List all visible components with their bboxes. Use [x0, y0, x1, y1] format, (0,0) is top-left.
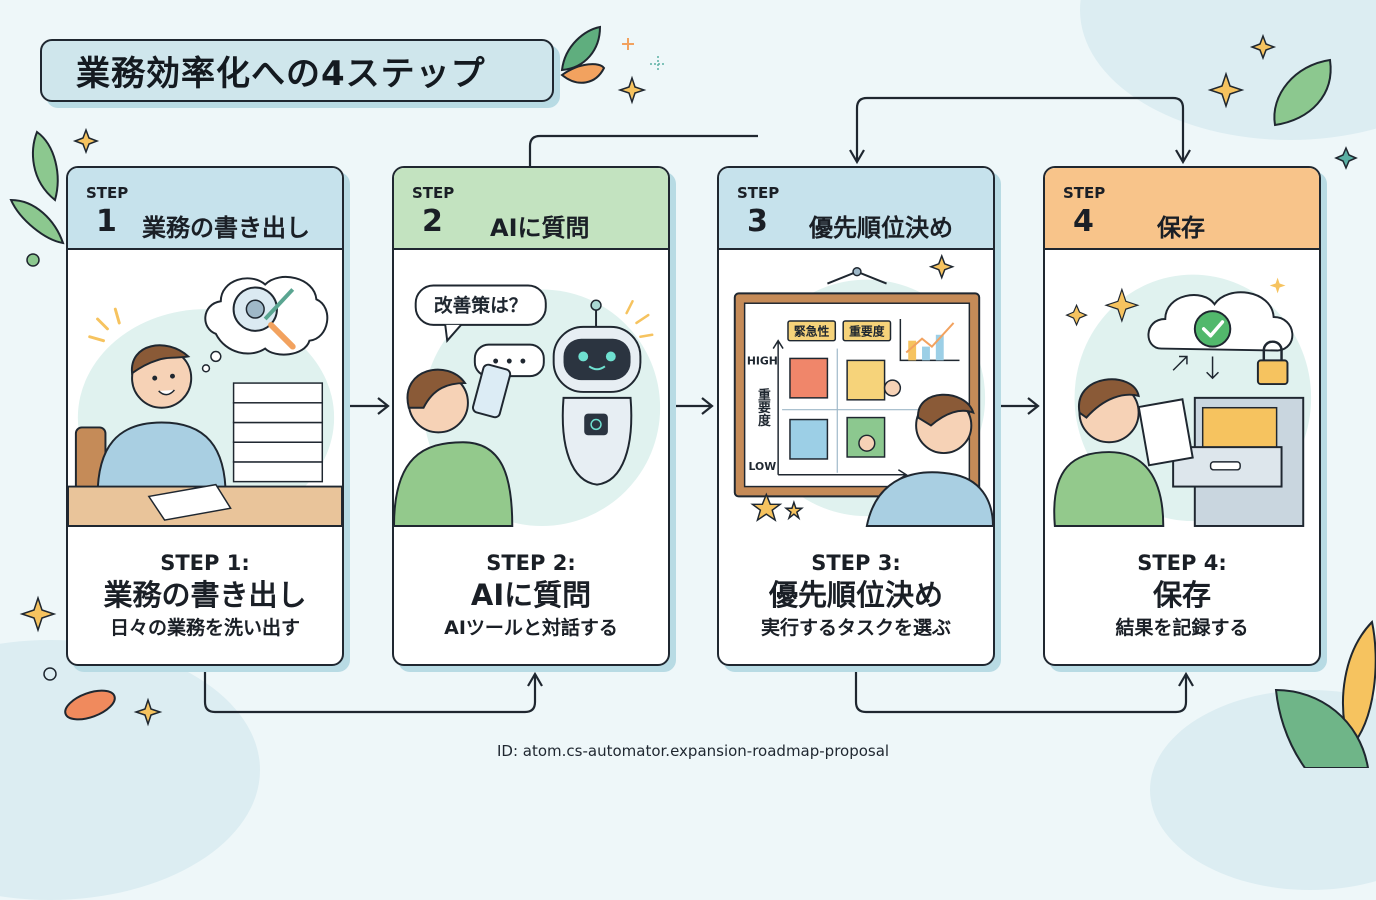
cloud-icon [1147, 291, 1294, 352]
arrow-right-icon [346, 397, 390, 415]
board-tag-importance: 重要度 [849, 325, 885, 339]
person-icon [1053, 378, 1194, 527]
step-label: STEP [86, 184, 129, 202]
plus-sparkle-icon [650, 56, 666, 72]
sticky-note [789, 357, 829, 399]
step-card-footer: STEP 1: 業務の書き出し 日々の業務を洗い出す [68, 550, 342, 642]
step-card-footer: STEP 2: AIに質問 AIツールと対話する [394, 550, 668, 642]
step-card-header: STEP 1 業務の書き出し [68, 168, 342, 250]
growth-chart-icon [899, 319, 960, 362]
arrowhead-down-icon [1175, 149, 1191, 165]
reply-bubble-text: • • • [491, 354, 527, 370]
connector-line [855, 96, 1185, 162]
document-icon [1137, 398, 1194, 467]
arrow-right-icon [997, 397, 1040, 415]
plus-sparkle-icon [622, 38, 634, 50]
connector-line [528, 134, 758, 166]
step-card-header: STEP 2 AIに質問 [394, 168, 668, 250]
step-footer-label: STEP 1: [160, 551, 250, 575]
axis-label: 重要度 [755, 387, 770, 428]
document-icon [147, 483, 232, 521]
smartphone-icon [471, 363, 512, 419]
whiteboard-icon: 緊急性 重要度 HIGH LOW 重要度 [733, 267, 981, 498]
sticky-note [846, 359, 886, 401]
arrow-right-icon [671, 397, 714, 415]
background-blob [1080, 0, 1376, 140]
robot-icon [552, 299, 642, 486]
arrowhead-up-icon [1178, 671, 1194, 687]
step-description: 結果を記録する [1115, 617, 1249, 639]
sparkle-lines [625, 300, 654, 338]
step-card-1: STEP 1 業務の書き出し [66, 166, 344, 666]
step-footer-title: AIに質問 [470, 578, 592, 612]
background-blob [1150, 690, 1376, 890]
sparkle-icon [1269, 277, 1286, 294]
leaf-icon [9, 130, 65, 245]
step-card-footer: STEP 4: 保存 結果を記録する [1045, 550, 1319, 642]
step-footer-label: STEP 4: [1137, 551, 1227, 575]
leaf-icon [560, 25, 606, 84]
magnifier-gear-icon [232, 286, 296, 350]
person-icon [74, 344, 227, 498]
page-title-banner: 業務効率化への4ステップ [40, 39, 554, 102]
sync-arrows [1172, 355, 1219, 380]
lock-icon [1256, 340, 1289, 386]
star-icon [750, 253, 955, 522]
step-header-title: 保存 [1157, 214, 1205, 242]
step-footer-title: 保存 [1152, 578, 1211, 612]
step-footer-title: 優先順位決め [768, 578, 943, 612]
arrowhead-up-icon [527, 671, 543, 687]
step-footer-title: 業務の書き出し [103, 578, 307, 612]
sticky-note [789, 418, 829, 460]
illustration-ai-chat: 改善策は？ • • • [394, 284, 661, 527]
illustration-writing-tasks [68, 275, 342, 527]
arrowhead-down-icon [849, 149, 865, 165]
step-card-3: STEP 3 優先順位決め 緊急性 重要度 HIGH LOW 重要度 [717, 166, 995, 666]
speech-bubble: 改善策は？ [414, 284, 547, 343]
dot-decoration [26, 253, 40, 267]
step-description: AIツールと対話する [444, 617, 618, 639]
step-description: 日々の業務を洗い出す [109, 617, 300, 639]
step-description: 実行するタスクを選ぶ [760, 617, 951, 639]
step-card-header: STEP 4 保存 [1045, 168, 1319, 250]
step-card-4: STEP 4 保存 [1043, 166, 1321, 666]
person-icon [394, 363, 514, 527]
step-header-title: 優先順位決め [809, 214, 953, 242]
axis-high-label: HIGH [747, 354, 778, 367]
step-number: 4 [1073, 204, 1094, 239]
step-header-title: 業務の書き出し [142, 214, 310, 242]
step-card-header: STEP 3 優先順位決め [719, 168, 993, 250]
step-footer-label: STEP 2: [486, 551, 576, 575]
step-card-2: STEP 2 AIに質問 改善策は？ • • • [392, 166, 670, 666]
speech-bubble-text: 改善策は？ [434, 295, 528, 317]
person-icon [858, 379, 993, 527]
step-label: STEP [737, 184, 780, 202]
paper-stack-icon [232, 382, 324, 483]
step-card-footer: STEP 3: 優先順位決め 実行するタスクを選ぶ [719, 550, 993, 642]
sparkle-icon [1065, 287, 1140, 327]
step-number: 2 [422, 204, 443, 239]
illustration-save-results [1053, 274, 1312, 527]
board-tag-urgency: 緊急性 [794, 325, 830, 339]
background-blob [0, 640, 260, 900]
step-number: 1 [96, 204, 117, 239]
step-header-title: AIに質問 [490, 214, 590, 242]
step-number: 3 [747, 204, 768, 239]
page-title: 業務効率化への4ステップ [76, 54, 486, 94]
filing-cabinet-icon [1172, 396, 1305, 527]
connector-line [203, 668, 537, 714]
axis-low-label: LOW [749, 460, 777, 473]
connector-line [854, 668, 1188, 714]
step-label: STEP [412, 184, 455, 202]
step-label: STEP [1063, 184, 1106, 202]
sparkle-lines [88, 307, 121, 343]
illustration-priority-board: 緊急性 重要度 HIGH LOW 重要度 [733, 253, 993, 527]
checkmark-circle-icon [1193, 310, 1232, 348]
document-id: ID: atom.cs-automator.expansion-roadmap-… [497, 742, 890, 760]
step-footer-label: STEP 3: [811, 551, 901, 575]
sparkle-icon [1334, 146, 1358, 170]
